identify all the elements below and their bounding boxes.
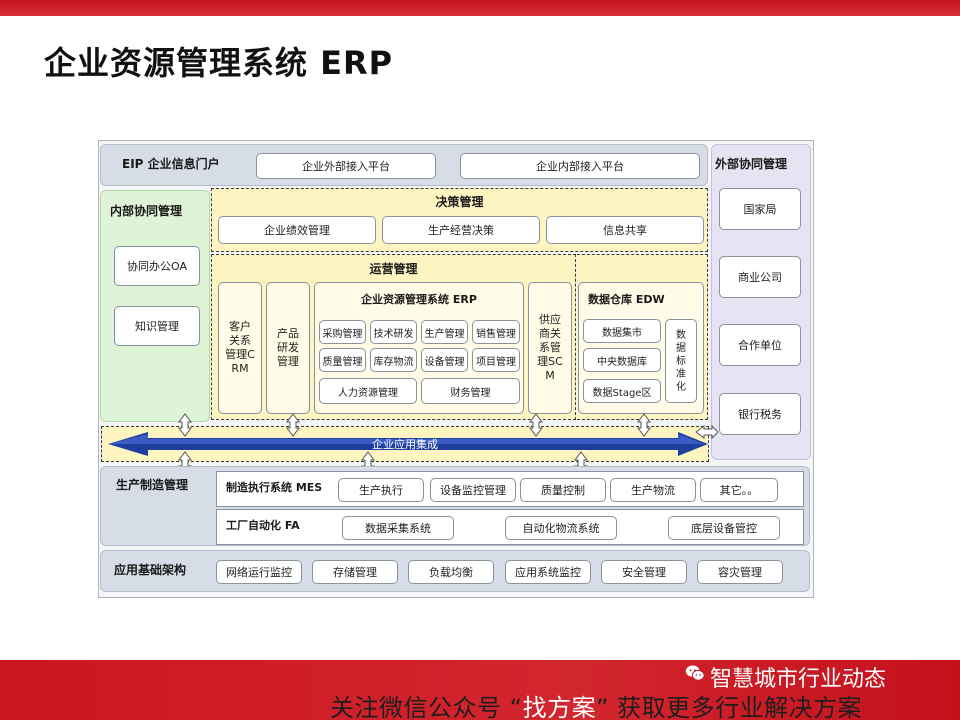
decision-item-info-share[interactable]: 信息共享 — [546, 216, 704, 244]
scm-box[interactable]: 供应商关系管理SCM — [528, 282, 572, 414]
edw-standardize[interactable]: 数据标准化 — [665, 319, 697, 403]
footer-promo: 关注微信公众号 “找方案” 获取更多行业解决方案 — [330, 688, 862, 723]
mes-quality-control[interactable]: 质量控制 — [520, 478, 606, 502]
edw-data-mart[interactable]: 数据集市 — [583, 319, 661, 343]
production-label: 生产制造管理 — [116, 478, 189, 492]
operation-label: 运营管理 — [369, 262, 418, 276]
internal-label: 内部协同管理 — [110, 204, 183, 218]
erp-purchase[interactable]: 采购管理 — [319, 320, 366, 344]
scm-label: 供应商关系管理SCM — [537, 313, 563, 382]
promo-highlight: 找方案 — [522, 694, 597, 722]
fa-auto-logistics[interactable]: 自动化物流系统 — [505, 516, 617, 540]
edw-stage[interactable]: 数据Stage区 — [583, 379, 661, 403]
erp-sales[interactable]: 销售管理 — [472, 320, 520, 344]
eip-external-access[interactable]: 企业外部接入平台 — [256, 153, 436, 179]
mes-logistics[interactable]: 生产物流 — [610, 478, 696, 502]
external-item-bank-tax[interactable]: 银行税务 — [719, 393, 801, 435]
external-item-partner[interactable]: 合作单位 — [719, 324, 801, 366]
erp-equipment[interactable]: 设备管理 — [421, 348, 468, 372]
erp-label: 企业资源管理系统 ERP — [361, 293, 477, 306]
crm-box[interactable]: 客户关系管理CRM — [218, 282, 262, 414]
promo-text-c: 获取更多行业解决方案 — [617, 694, 863, 722]
top-accent-bar — [0, 0, 960, 16]
footer-brand: 智慧城市行业动态 — [710, 667, 887, 692]
promo-quote-close: ” — [596, 694, 610, 722]
edw-label: 数据仓库 EDW — [588, 293, 665, 306]
erp-finance[interactable]: 财务管理 — [421, 378, 520, 404]
footer-bar — [0, 660, 960, 720]
infra-storage[interactable]: 存储管理 — [312, 560, 398, 584]
crm-label: 客户关系管理CRM — [225, 320, 255, 375]
decision-item-production-decision[interactable]: 生产经营决策 — [382, 216, 540, 244]
internal-item-knowledge[interactable]: 知识管理 — [114, 306, 200, 346]
edw-central-db[interactable]: 中央数据库 — [583, 348, 661, 372]
erp-hr[interactable]: 人力资源管理 — [319, 378, 417, 404]
eip-internal-access[interactable]: 企业内部接入平台 — [460, 153, 700, 179]
erp-tech-rd[interactable]: 技术研发 — [370, 320, 417, 344]
fa-label: 工厂自动化 FA — [226, 519, 300, 532]
fa-device-control[interactable]: 底层设备管控 — [668, 516, 780, 540]
promo-quote-open: “ — [509, 694, 523, 722]
infra-label: 应用基础架构 — [114, 563, 187, 577]
infra-load-balance[interactable]: 负载均衡 — [408, 560, 494, 584]
decision-label: 决策管理 — [435, 195, 484, 209]
internal-item-oa[interactable]: 协同办公OA — [114, 246, 200, 286]
product-rd-box[interactable]: 产品研发管理 — [266, 282, 310, 414]
mes-label: 制造执行系统 MES — [226, 481, 323, 494]
infra-network[interactable]: 网络运行监控 — [216, 560, 302, 584]
erp-project[interactable]: 项目管理 — [472, 348, 520, 372]
mes-other[interactable]: 其它。。 — [700, 478, 778, 502]
infra-app-monitor[interactable]: 应用系统监控 — [505, 560, 591, 584]
mes-execution[interactable]: 生产执行 — [338, 478, 424, 502]
edw-standardize-label: 数据标准化 — [676, 329, 686, 393]
erp-production[interactable]: 生产管理 — [421, 320, 468, 344]
decision-item-performance[interactable]: 企业绩效管理 — [218, 216, 376, 244]
product-rd-label: 产品研发管理 — [277, 327, 299, 368]
external-item-state-bureau[interactable]: 国家局 — [719, 188, 801, 230]
integration-label: 企业应用集成 — [372, 438, 438, 451]
infra-security[interactable]: 安全管理 — [601, 560, 687, 584]
erp-quality[interactable]: 质量管理 — [319, 348, 366, 372]
integration-bus-arrow — [108, 432, 708, 456]
fa-data-acquisition[interactable]: 数据采集系统 — [342, 516, 454, 540]
promo-text-a: 关注微信公众号 — [330, 694, 502, 722]
infra-disaster-recovery[interactable]: 容灾管理 — [697, 560, 783, 584]
eip-label: EIP 企业信息门户 — [122, 157, 220, 171]
external-label: 外部协同管理 — [715, 157, 788, 171]
external-item-commercial[interactable]: 商业公司 — [719, 256, 801, 298]
mes-equipment-monitor[interactable]: 设备监控管理 — [430, 478, 516, 502]
wechat-icon — [685, 665, 705, 681]
page-title: 企业资源管理系统 ERP — [44, 44, 394, 82]
erp-inventory[interactable]: 库存物流 — [370, 348, 417, 372]
